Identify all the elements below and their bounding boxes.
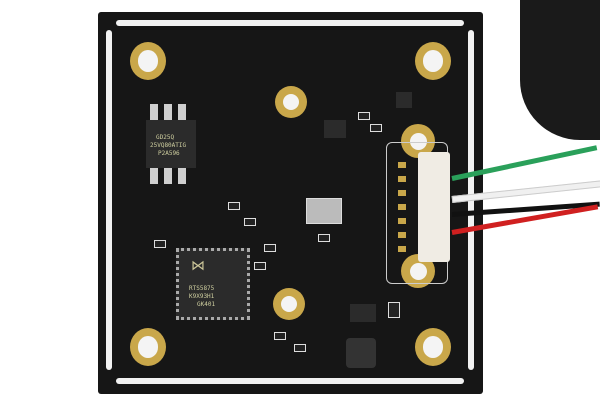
- realtek-logo: ⋈: [191, 258, 205, 274]
- transistor: [324, 120, 346, 138]
- processor-marking-1: RTS5875: [189, 285, 215, 292]
- flash-marking-2: 25VQ80ATIG: [150, 142, 187, 149]
- lens-mount-hole-bottom: [273, 288, 305, 320]
- white-connector: [418, 152, 450, 262]
- inductor: [346, 338, 376, 368]
- pcb-board: GD25Q 25VQ80ATIG P2A596 ⋈ RTS5875 K9X93H…: [98, 12, 483, 394]
- power-ic: [350, 304, 376, 322]
- usb-cable-bundle: [520, 0, 600, 140]
- board-slot-top: [116, 20, 464, 26]
- flash-marking-1: GD25Q: [156, 134, 175, 141]
- lens-mount-hole-top: [275, 86, 307, 118]
- flash-marking-3: P2A596: [158, 150, 180, 157]
- mount-hole-bottom-left: [130, 328, 166, 366]
- flash-chip: GD25Q 25VQ80ATIG P2A596: [146, 120, 196, 168]
- board-slot-left: [106, 30, 112, 370]
- mount-hole-bottom-right: [415, 328, 451, 366]
- board-slot-bottom: [116, 378, 464, 384]
- mount-hole-top-left: [130, 42, 166, 80]
- connector-pads: [398, 162, 406, 254]
- regulator: [396, 92, 412, 108]
- processor-marking-3: GK401: [197, 301, 216, 308]
- processor-marking-2: K9X93H1: [189, 293, 215, 300]
- mount-hole-top-right: [415, 42, 451, 80]
- crystal-oscillator: [306, 198, 342, 224]
- processor-chip: ⋈ RTS5875 K9X93H1 GK401: [176, 248, 250, 320]
